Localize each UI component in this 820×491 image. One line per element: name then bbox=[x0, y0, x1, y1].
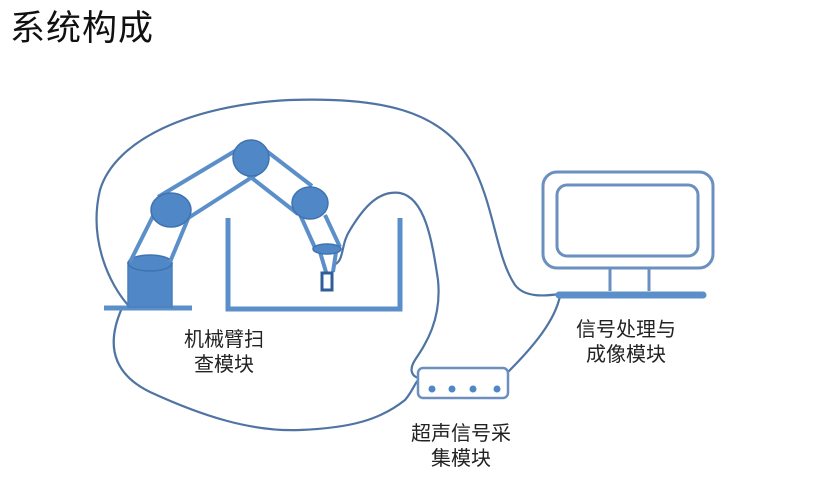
cables bbox=[95, 98, 562, 432]
robot-arm-icon bbox=[104, 139, 342, 311]
label-line: 成像模块 bbox=[586, 342, 666, 366]
cable-arm-to-computer bbox=[95, 98, 561, 306]
probe-icon bbox=[320, 271, 334, 292]
label-line: 超声信号采 bbox=[411, 421, 511, 445]
label-line: 机械臂扫 bbox=[184, 327, 264, 351]
cable-probe-to-acquisition bbox=[332, 191, 440, 380]
label-processing-module: 信号处理与 成像模块 bbox=[556, 317, 696, 367]
label-acquisition-module: 超声信号采 集模块 bbox=[391, 421, 531, 471]
acquisition-box-icon bbox=[416, 366, 510, 400]
label-line: 查模块 bbox=[194, 352, 254, 376]
monitor-icon bbox=[541, 170, 715, 299]
page-title: 系统构成 bbox=[10, 9, 155, 49]
cable-acquisition-to-computer bbox=[507, 295, 562, 373]
water-tank bbox=[225, 218, 403, 312]
label-line: 集模块 bbox=[431, 446, 491, 470]
label-robot-arm-module: 机械臂扫 查模块 bbox=[154, 327, 294, 377]
cable-base-to-acquisition bbox=[112, 307, 419, 432]
label-line: 信号处理与 bbox=[576, 317, 676, 341]
